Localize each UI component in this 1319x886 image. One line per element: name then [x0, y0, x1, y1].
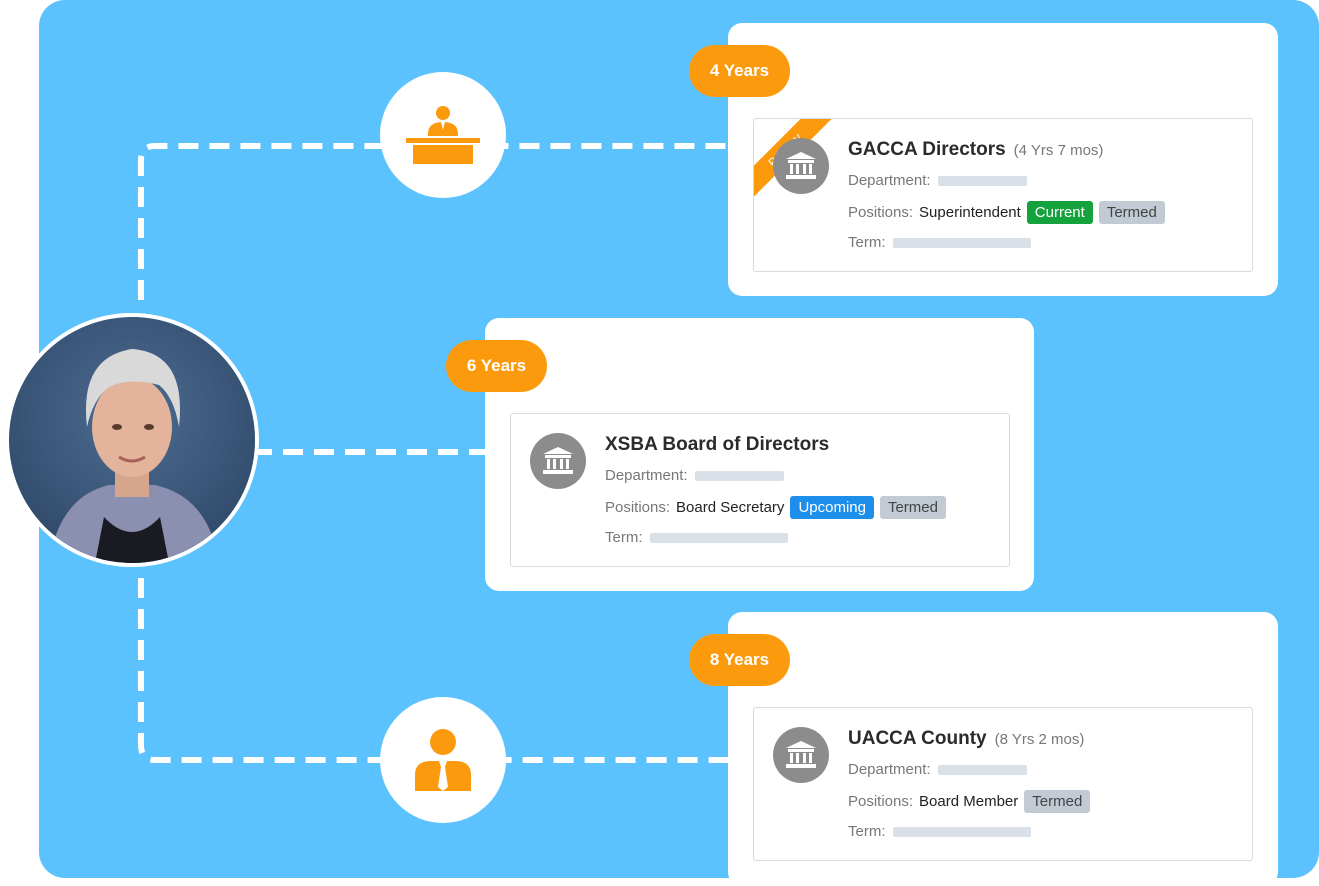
term-label: Term: — [605, 529, 643, 546]
org-title: UACCA County (8 Yrs 2 mos) — [848, 728, 1084, 750]
term-label: Term: — [848, 823, 886, 840]
role-icon-circle-speaker — [380, 72, 506, 198]
term-row: Term: — [605, 529, 788, 546]
org-name: UACCA County — [848, 728, 987, 749]
status-tag-termed: Termed — [1024, 790, 1091, 813]
avatar[interactable] — [5, 313, 259, 567]
position-value: Board Secretary — [676, 499, 785, 516]
org-duration: (4 Yrs 7 mos) — [1013, 142, 1104, 159]
department-row: Department: — [848, 761, 1027, 778]
duration-pill: 8 Years — [689, 634, 790, 686]
bank-icon — [773, 138, 829, 194]
department-placeholder — [694, 470, 784, 481]
org-title: GACCA Directors (4 Yrs 7 mos) — [848, 139, 1103, 161]
department-label: Department: — [848, 172, 931, 189]
bank-icon — [530, 433, 586, 489]
bank-icon — [773, 727, 829, 783]
positions-row: Positions: Board Member Termed — [848, 790, 1091, 813]
department-label: Department: — [848, 761, 931, 778]
term-row: Term: — [848, 823, 1031, 840]
org-name: XSBA Board of Directors — [605, 434, 830, 455]
term-placeholder — [649, 532, 788, 543]
term-placeholder — [892, 237, 1031, 248]
department-placeholder — [937, 175, 1027, 186]
org-card-gacca[interactable]: Primary GACCA Directors(4 Yrs 7 mos) Dep… — [728, 23, 1278, 296]
positions-label: Positions: — [848, 204, 914, 221]
org-duration: (8 Yrs 2 mos) — [994, 731, 1085, 748]
org-name: GACCA Directors — [848, 139, 1006, 160]
avatar-portrait — [9, 317, 255, 563]
person-tie-icon — [415, 729, 471, 791]
term-placeholder — [892, 826, 1031, 837]
org-detail-box: UACCA County (8 Yrs 2 mos) Department: Po… — [753, 707, 1253, 861]
status-tag-current: Current — [1026, 201, 1093, 224]
org-detail-box: XSBA Board of Directors Department: Posi… — [510, 413, 1010, 567]
org-title: XSBA Board of Directors — [605, 434, 829, 456]
term-row: Term: — [848, 234, 1031, 251]
status-tag-upcoming: Upcoming — [790, 496, 874, 519]
term-label: Term: — [848, 234, 886, 251]
org-card-uacca[interactable]: UACCA County (8 Yrs 2 mos) Department: Po… — [728, 612, 1278, 886]
org-card-xsba[interactable]: XSBA Board of Directors Department: Posi… — [485, 318, 1034, 591]
position-value: Superintendent — [919, 204, 1021, 221]
department-placeholder — [937, 764, 1027, 775]
positions-label: Positions: — [848, 793, 914, 810]
org-detail-box: Primary GACCA Directors(4 Yrs 7 mos) Dep… — [753, 118, 1253, 272]
duration-pill: 4 Years — [689, 45, 790, 97]
department-row: Department: — [605, 467, 784, 484]
role-icon-circle-person — [380, 697, 506, 823]
department-row: Department: — [848, 172, 1027, 189]
position-value: Board Member — [919, 793, 1019, 810]
duration-pill: 6 Years — [446, 340, 547, 392]
status-tag-termed: Termed — [1098, 201, 1165, 224]
status-tag-termed: Termed — [879, 496, 946, 519]
positions-label: Positions: — [605, 499, 671, 516]
department-label: Department: — [605, 467, 688, 484]
podium-speaker-icon — [406, 106, 480, 164]
